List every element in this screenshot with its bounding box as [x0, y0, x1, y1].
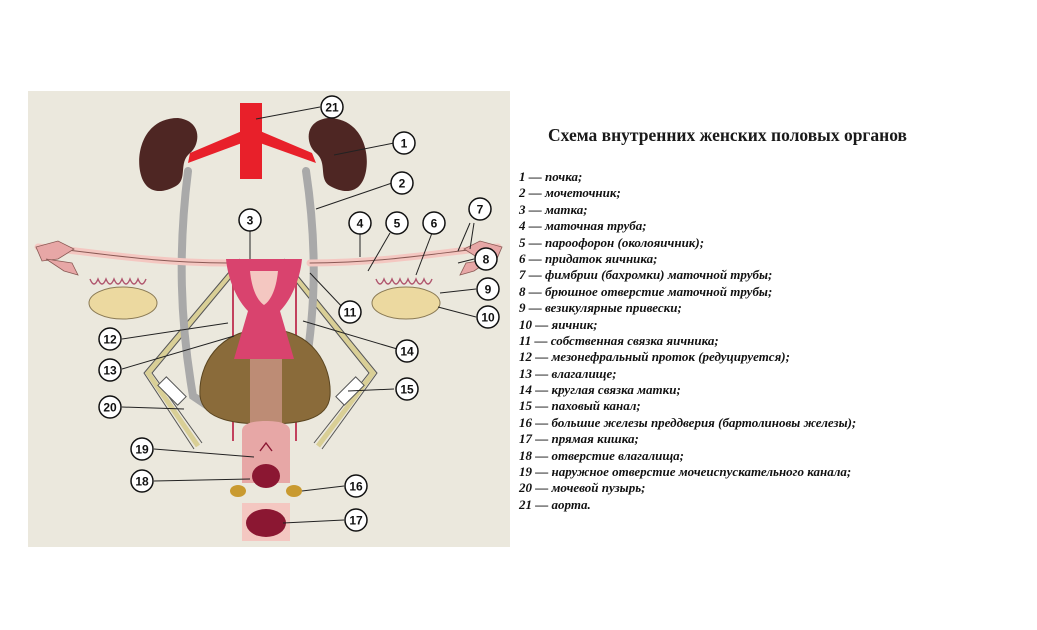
legend-item: 19 — наружное отверстие мочеиспускательн…	[519, 464, 852, 480]
svg-text:12: 12	[103, 333, 117, 347]
callout-15: 15	[395, 377, 419, 401]
legend-item: 11 — собственная связка яичника;	[519, 332, 719, 348]
legend-item: 1 — почка;	[519, 169, 583, 184]
callouts: 1 2 3 4 5 6 7 8 9 10 11 12 13 14 15 16 1…	[98, 95, 500, 532]
legend-item: 10 — яичник;	[519, 316, 598, 332]
legend-item: 20 — мочевой пузырь;	[519, 480, 646, 496]
legend-item: 3 — матка;	[519, 201, 588, 217]
bartholin-gland-right	[286, 485, 302, 497]
svg-text:3: 3	[247, 214, 254, 228]
callout-1: 1	[392, 131, 416, 155]
svg-text:11: 11	[344, 306, 357, 320]
callout-18: 18	[130, 469, 154, 493]
leader-lines	[121, 106, 477, 524]
legend-item: 18 — отверстие влагалища;	[519, 447, 685, 463]
vaginal-opening	[252, 464, 280, 488]
svg-text:21: 21	[325, 101, 339, 115]
callout-20: 20	[98, 395, 122, 419]
svg-text:15: 15	[400, 383, 414, 397]
aorta	[188, 103, 316, 179]
svg-text:7: 7	[477, 203, 484, 217]
svg-text:9: 9	[485, 283, 492, 297]
rectum	[242, 503, 290, 541]
svg-text:14: 14	[400, 345, 414, 359]
callout-12: 12	[98, 327, 122, 351]
legend-item: 9 — везикулярные привески;	[519, 300, 682, 316]
callout-11: 11	[338, 300, 362, 324]
anatomy-diagram: 1 2 3 4 5 6 7 8 9 10 11 12 13 14 15 16 1…	[28, 91, 510, 547]
callout-10: 10	[476, 305, 500, 329]
callout-5: 5	[385, 211, 409, 235]
svg-text:4: 4	[357, 217, 364, 231]
left-kidney	[139, 118, 198, 192]
svg-text:6: 6	[431, 217, 438, 231]
svg-text:17: 17	[349, 514, 363, 528]
vagina	[250, 359, 282, 436]
legend-title: Схема внутренних женских половых органов	[548, 125, 907, 145]
legend-item: 5 — пароофорон (околояичник);	[519, 234, 705, 250]
callout-16: 16	[344, 474, 368, 498]
callout-9: 9	[476, 277, 500, 301]
legend-item: 17 — прямая кишка;	[519, 431, 639, 447]
legend-item: 13 — влагалище;	[519, 365, 617, 381]
vestibule	[230, 421, 302, 497]
legend-item: 14 — круглая связка матки;	[519, 382, 681, 398]
legend-list: 1 — почка; 2 — мочеточник; 3 — матка; 4 …	[519, 169, 856, 513]
callout-19: 19	[130, 437, 154, 461]
svg-text:5: 5	[394, 217, 401, 231]
legend-item: 15 — паховый канал;	[519, 398, 641, 414]
uterus	[226, 259, 302, 359]
legend-item: 4 — маточная труба;	[519, 218, 647, 234]
svg-text:2: 2	[399, 177, 406, 191]
svg-text:10: 10	[481, 311, 495, 325]
legend-item: 6 — придаток яичника;	[519, 250, 658, 266]
svg-text:18: 18	[135, 475, 149, 489]
callout-8: 8	[474, 247, 498, 271]
legend-item: 21 — аорта.	[519, 496, 591, 512]
svg-text:1: 1	[401, 137, 408, 151]
left-ovary	[88, 286, 158, 320]
callout-13: 13	[98, 358, 122, 382]
legend-item: 16 — большие железы преддверия (бартолин…	[519, 414, 857, 430]
callout-17: 17	[344, 508, 368, 532]
svg-text:16: 16	[349, 480, 363, 494]
callout-21: 21	[320, 95, 344, 119]
legend-item: 8 — брюшное отверстие маточной трубы;	[519, 283, 773, 299]
svg-text:19: 19	[135, 443, 149, 457]
legend-item: 7 — фимбрии (бахромки) маточной трубы;	[519, 267, 773, 283]
legend-item: 2 — мочеточник;	[519, 185, 621, 201]
epoophoron	[89, 277, 433, 285]
svg-text:8: 8	[483, 253, 490, 267]
callout-14: 14	[395, 339, 419, 363]
callout-7: 7	[468, 197, 492, 221]
legend-item: 12 — мезонефральный проток (редуцируется…	[519, 349, 790, 365]
svg-text:13: 13	[103, 364, 117, 378]
svg-text:20: 20	[103, 401, 117, 415]
callout-3: 3	[238, 208, 262, 232]
right-ovary	[371, 286, 441, 320]
callout-2: 2	[390, 171, 414, 195]
callout-4: 4	[348, 211, 372, 235]
bartholin-gland-left	[230, 485, 246, 497]
callout-6: 6	[422, 211, 446, 235]
